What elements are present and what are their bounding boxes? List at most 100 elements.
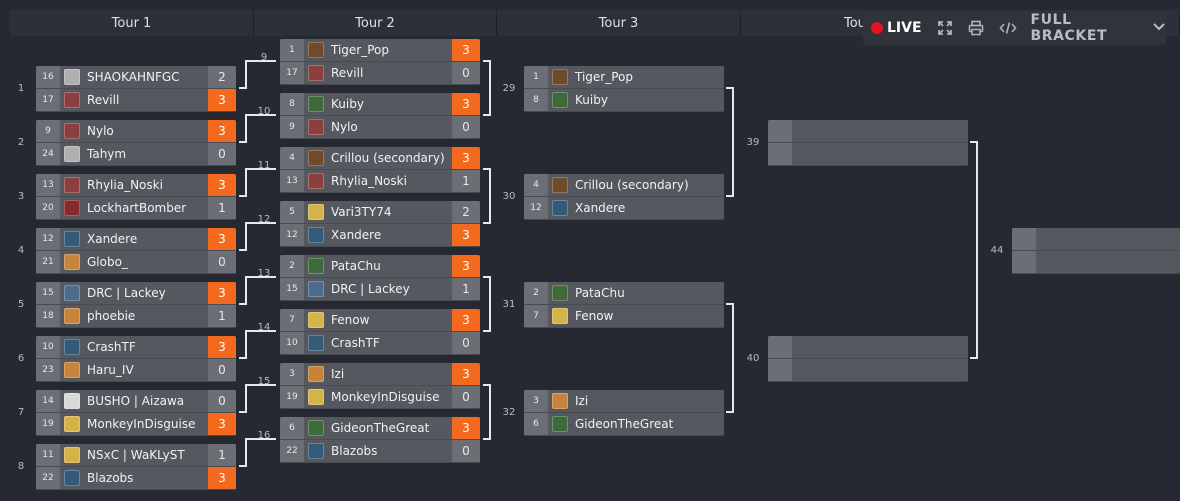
player-score: 0 (452, 440, 480, 462)
seed-number: 19 (280, 386, 304, 408)
player-name: BUSHO | Aizawa (87, 394, 185, 408)
player-name: Tiger_Pop (575, 70, 633, 84)
player-avatar (308, 443, 324, 459)
column-header-round-3: Tour 3 (497, 10, 741, 36)
player-avatar (64, 339, 80, 355)
player-name: Xandere (575, 201, 626, 215)
player-avatar (64, 308, 80, 324)
player-avatar (64, 177, 80, 193)
player-score: 3 (452, 417, 480, 439)
player-name: phoebie (87, 309, 136, 323)
player-row[interactable]: 12 Xandere (524, 197, 724, 219)
full-bracket-dropdown[interactable]: FULL BRACKET (1030, 12, 1166, 44)
player-name: Xandere (87, 232, 138, 246)
seed-number: 7 (280, 309, 304, 331)
player-avatar (308, 420, 324, 436)
player-name: DRC | Lackey (87, 286, 166, 300)
player-name: Xandere (331, 228, 382, 242)
seed-number: 7 (524, 305, 548, 327)
live-indicator[interactable]: LIVE (871, 20, 922, 36)
player-score: 1 (452, 170, 480, 192)
match-card-empty[interactable] (1012, 228, 1180, 274)
match-card-empty[interactable] (768, 336, 968, 382)
code-icon[interactable] (999, 18, 1018, 38)
seed-number: 22 (36, 467, 60, 489)
player-name: NSxC | WaKLyST (87, 448, 185, 462)
player-name: GideonTheGreat (331, 421, 430, 435)
match-number: 8 (17, 461, 25, 472)
player-avatar (64, 123, 80, 139)
player-name: Haru_IV (87, 363, 134, 377)
seed-number: 12 (524, 197, 548, 219)
expand-icon[interactable] (936, 18, 955, 38)
player-score: 2 (208, 66, 236, 88)
player-avatar (64, 362, 80, 378)
match-card-empty[interactable] (768, 120, 968, 166)
match-number: 30 (502, 191, 516, 202)
player-avatar (64, 146, 80, 162)
printer-icon[interactable] (967, 18, 986, 38)
seed-number: 15 (36, 282, 60, 304)
player-name: DRC | Lackey (331, 282, 410, 296)
